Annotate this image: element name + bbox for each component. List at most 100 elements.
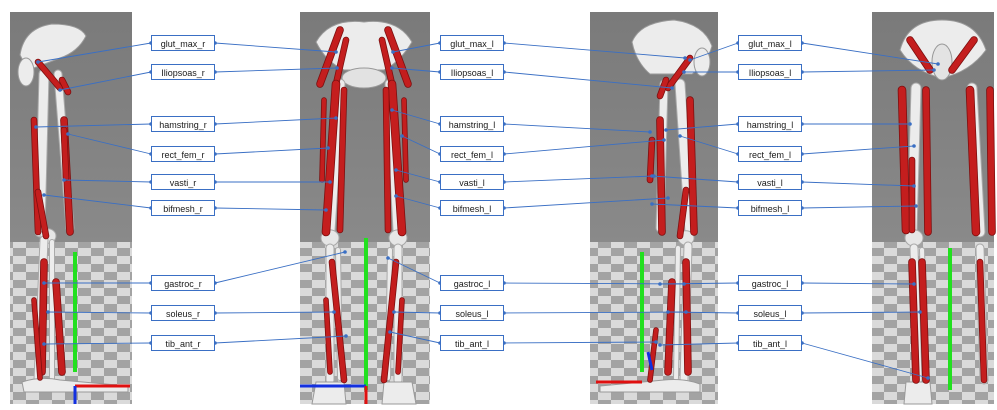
muscle-label: gastroc_l [440,275,504,291]
muscle-label: rect_fem_r [151,146,215,162]
connector-dot [34,125,38,129]
muscle-label: rect_fem_l [440,146,504,162]
connector-dot [42,281,46,285]
connector-dot [918,310,922,314]
muscle-label: glut_max_l [440,35,504,51]
muscle [686,262,688,372]
muscle-label: vasti_l [738,174,802,190]
connector-dot [394,168,398,172]
floor-haze [10,242,132,404]
muscle [64,130,66,178]
connector-dot [914,204,918,208]
connector-dot [390,66,394,70]
connector-dot [386,256,390,260]
connector-dot [391,50,395,54]
sacrum [932,44,952,80]
muscle [902,90,906,230]
muscle [912,262,916,380]
bone [676,248,678,378]
connector-dot [666,310,670,314]
connector-dot [324,208,328,212]
connector-dot [334,116,338,120]
muscle [690,100,694,232]
sacrum [18,58,34,86]
connector-dot [936,62,940,66]
connector-dot [648,130,652,134]
muscle-label: hamstring_l [738,116,802,132]
connector-dot [58,88,62,92]
muscle-label: tib_ant_r [151,335,215,351]
connector-dot [658,343,662,347]
connector-dot [650,202,654,206]
connector-dot [394,194,398,198]
muscle-label: bifmesh_r [151,200,215,216]
heel [904,382,932,404]
connector-dot [62,178,66,182]
muscle [990,90,992,232]
muscle-label: Iliopsoas_r [151,64,215,80]
view-panel [300,12,430,404]
connector-dot [926,376,930,380]
connector-dot [334,50,338,54]
muscle [322,100,324,180]
connector-dot [688,58,692,62]
muscle [926,90,928,232]
connector-dot [666,196,670,200]
connector-dot [400,134,404,138]
muscle-label: bifmesh_l [440,200,504,216]
muscle [660,120,662,232]
connector-dot [662,138,666,142]
connector-dot [682,70,686,74]
floor-haze [872,242,994,404]
floor-haze [590,242,718,404]
connector-dot [332,310,336,314]
connector-dot [908,122,912,126]
muscle-label: rect_fem_l [738,146,802,162]
connector-dot [328,180,332,184]
muscle [650,140,652,180]
muscle-label: hamstring_l [440,116,504,132]
muscle-label: glut_max_r [151,35,215,51]
view-panel [590,12,718,404]
connector-dot [392,310,396,314]
connector-dot [658,282,662,286]
muscle-label: soleus_r [151,305,215,321]
muscle-label: vasti_l [440,174,504,190]
muscle [668,282,672,372]
muscle [386,90,388,230]
muscle-label: glut_max_l [738,35,802,51]
connector-dot [912,184,916,188]
connector-dot [335,66,339,70]
muscle-label: hamstring_r [151,116,215,132]
connector-dot [46,310,50,314]
connector-dot [66,132,70,136]
connector-dot [650,174,654,178]
muscle-label: soleus_l [738,305,802,321]
connector-dot [388,330,392,334]
connector-dot [912,144,916,148]
connector-dot [36,60,40,64]
muscle-label: bifmesh_l [738,200,802,216]
muscle-label: soleus_l [440,305,504,321]
connector-dot [654,340,658,344]
muscle-label: Iliopsoas_l [440,64,504,80]
pubis [342,68,386,88]
view-panel [10,12,132,404]
muscle-label: tib_ant_l [738,335,802,351]
connector-dot [344,334,348,338]
muscle-label: gastroc_r [151,275,215,291]
connector-dot [678,134,682,138]
muscle [42,262,44,372]
connector-dot [390,108,394,112]
connector-dot [42,342,46,346]
muscle-label: tib_ant_l [440,335,504,351]
connector-dot [343,250,347,254]
muscle [404,100,406,180]
connector-dot [912,282,916,286]
muscle-label: Iliopsoas_l [738,64,802,80]
connector-dot [670,86,674,90]
connector-dot [326,146,330,150]
connector-dot [42,193,46,197]
right-foot [382,382,416,404]
